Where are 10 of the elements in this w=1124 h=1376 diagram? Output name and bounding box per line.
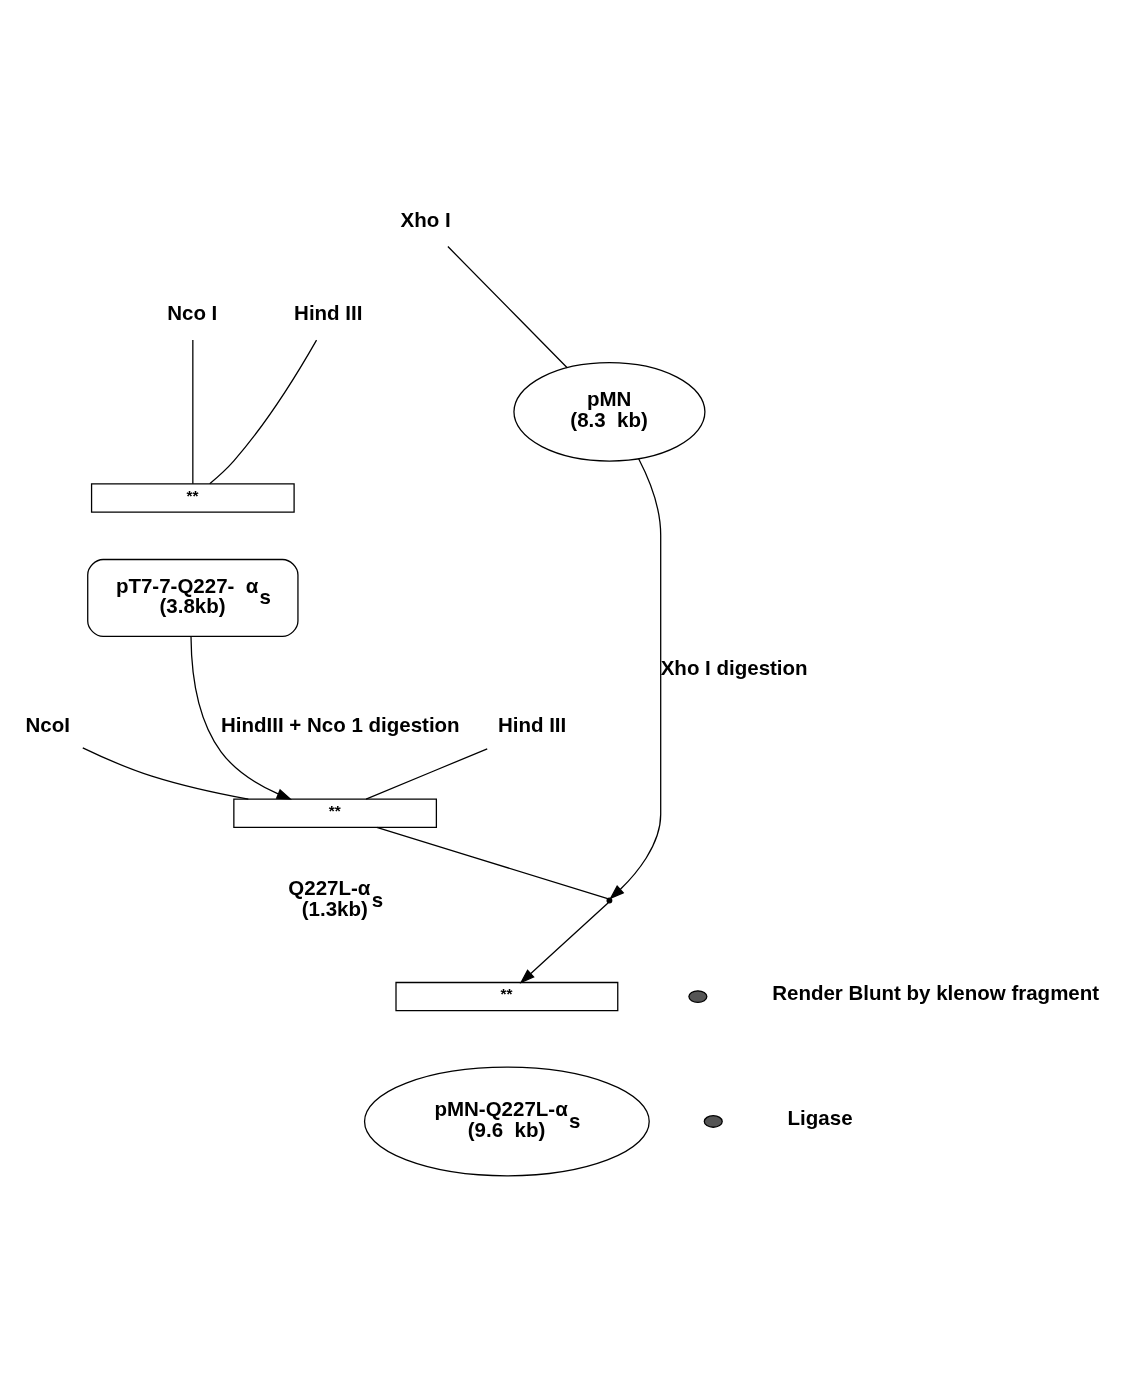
node-text: Nco I	[167, 301, 218, 325]
label: Render Blunt by klenow fragment	[772, 981, 1100, 1005]
edge-label: Xho I digestion	[660, 655, 808, 679]
node-text: Hind III	[294, 301, 363, 325]
label: Ligase	[787, 1106, 853, 1130]
node-text: NcoI	[25, 713, 70, 737]
node-text: Xho I	[400, 207, 451, 231]
edge-label: HindIII + Nco 1 digestion	[221, 713, 460, 737]
node-label: (1.3kb)	[301, 896, 368, 920]
node-text: Hind III	[497, 713, 567, 737]
